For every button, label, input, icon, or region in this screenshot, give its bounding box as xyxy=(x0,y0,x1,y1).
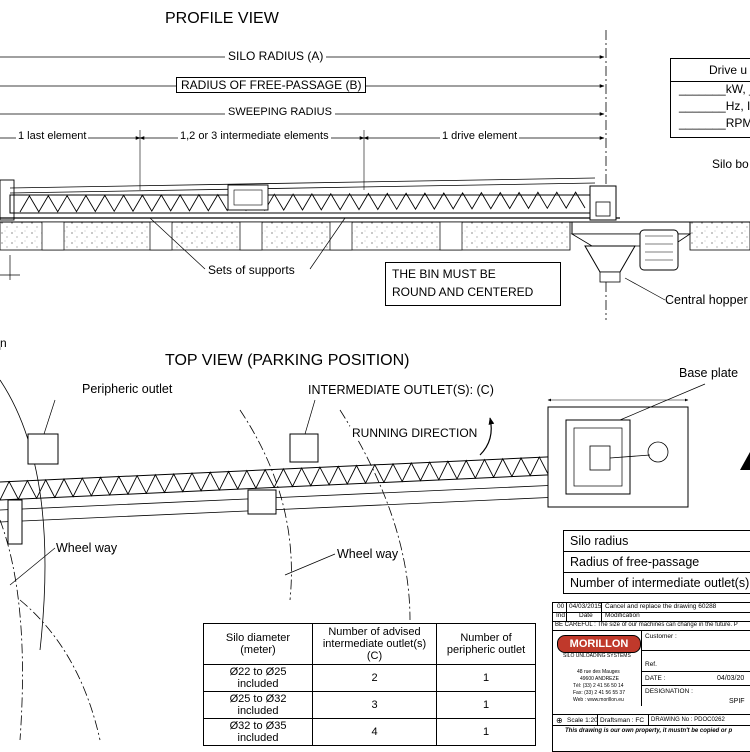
footer-notice: This drawing is our own property, it mus… xyxy=(565,728,732,734)
drive-unit-box: Drive u _______kW, _ _______Hz, I ______… xyxy=(670,58,750,138)
silo-radius-label: SILO RADIUS (A) xyxy=(225,49,326,63)
cap-cell: Ø32 to Ø35 included xyxy=(204,719,313,746)
drive-unit-hz: _______Hz, I xyxy=(679,99,750,113)
cap-cell: Ø25 to Ø32 included xyxy=(204,692,313,719)
date-label: DATE : xyxy=(645,675,665,682)
sets-of-supports-label: Sets of supports xyxy=(208,263,295,277)
left-cut-text: n xyxy=(0,336,7,350)
bin-note-line1: THE BIN MUST BE xyxy=(392,265,554,283)
customer-label: Customer : xyxy=(645,633,677,640)
radius-table: Silo radius Radius of free-passage Numbe… xyxy=(563,530,750,594)
fax: Fax: (33) 2 41 56 55 37 xyxy=(573,690,625,696)
table-row: Ø22 to Ø25 included 2 1 xyxy=(204,665,536,692)
date-value: 04/03/20 xyxy=(717,675,744,682)
peripheric-outlet-label: Peripheric outlet xyxy=(82,382,172,396)
radius-row-silo-radius: Silo radius xyxy=(564,531,750,552)
designation-value: SPIF xyxy=(729,698,745,705)
projection-icon: ⊕ xyxy=(556,716,563,725)
cap-cell: Ø22 to Ø25 included xyxy=(204,665,313,692)
cap-cell: 1 xyxy=(437,692,536,719)
profile-title: PROFILE VIEW xyxy=(165,10,279,28)
address-line1: 48 rue des Mauges xyxy=(577,669,620,675)
bin-note: THE BIN MUST BE ROUND AND CENTERED xyxy=(385,262,561,306)
drive-unit-title: Drive u xyxy=(709,63,747,77)
cap-cell: 3 xyxy=(313,692,437,719)
company-logo: MORILLON xyxy=(557,635,641,653)
table-row: Ø32 to Ø35 included 4 1 xyxy=(204,719,536,746)
bin-note-line2: ROUND AND CENTERED xyxy=(392,283,554,301)
last-element-label: 1 last element xyxy=(16,130,88,142)
cap-header-peripheric: Number of peripheric outlet xyxy=(437,624,536,665)
col-mod: Modification xyxy=(605,612,640,619)
drive-unit-kw: _______kW, _ xyxy=(679,82,750,96)
company-name: MORILLON xyxy=(570,638,629,650)
free-passage-label: RADIUS OF FREE-PASSAGE (B) xyxy=(176,77,366,93)
scale-label: Scale 1:20 xyxy=(567,717,598,724)
rev-index: 00 xyxy=(557,603,564,610)
wheel-way-right-label: Wheel way xyxy=(337,547,398,561)
cap-cell: 4 xyxy=(313,719,437,746)
wheel-way-left-label: Wheel way xyxy=(56,541,117,555)
central-hopper-label: Central hopper xyxy=(665,293,748,307)
silo-bottom-label: Silo bo xyxy=(712,157,749,171)
radius-row-free-passage: Radius of free-passage xyxy=(564,552,750,573)
draftsman-label: Draftsman : FC xyxy=(600,717,644,724)
radius-row-intermediate-outlets: Number of intermediate outlet(s) xyxy=(564,573,750,594)
drive-unit-rpm: _______RPM xyxy=(679,116,750,130)
cap-header-diameter: Silo diameter (meter) xyxy=(204,624,313,665)
col-date: Date xyxy=(579,612,593,619)
tel: Tél: (33) 2 41 56 50 14 xyxy=(573,683,624,689)
rev-date: 04/03/2015 xyxy=(569,603,602,610)
web: Web : www.morillon.eu xyxy=(573,697,624,703)
designation-label: DESIGNATION : xyxy=(645,688,693,695)
intermediate-outlets-label: INTERMEDIATE OUTLET(S): (C) xyxy=(308,383,494,397)
base-plate-label: Base plate xyxy=(679,366,738,380)
cap-cell: 2 xyxy=(313,665,437,692)
drawing-number: DRAWING No : PDOC0262 xyxy=(651,717,725,723)
warning-text: BE CAREFUL : The size of our machines ca… xyxy=(555,622,738,628)
capacity-table: Silo diameter (meter) Number of advised … xyxy=(203,623,536,746)
cap-cell: 1 xyxy=(437,665,536,692)
title-block: 00 04/03/2015 Cancel and replace the dra… xyxy=(552,602,750,752)
drive-element-label: 1 drive element xyxy=(440,130,519,142)
ref-label: Ref. xyxy=(645,661,657,668)
intermediate-elements-label: 1,2 or 3 intermediate elements xyxy=(178,130,331,142)
col-ind: Ind xyxy=(556,612,565,619)
rev-text: Cancel and replace the drawing 60288 xyxy=(605,603,716,610)
company-tagline: SILO UNLOADING SYSTEMS xyxy=(563,653,631,659)
running-direction-label: RUNNING DIRECTION xyxy=(350,426,479,440)
address-line2: 49600 ANDREZE xyxy=(580,676,619,682)
top-view-title: TOP VIEW (PARKING POSITION) xyxy=(165,352,409,370)
sweeping-radius-label: SWEEPING RADIUS xyxy=(225,106,335,118)
cap-cell: 1 xyxy=(437,719,536,746)
table-row: Ø25 to Ø32 included 3 1 xyxy=(204,692,536,719)
cap-header-intermediate: Number of advised intermediate outlet(s)… xyxy=(313,624,437,665)
